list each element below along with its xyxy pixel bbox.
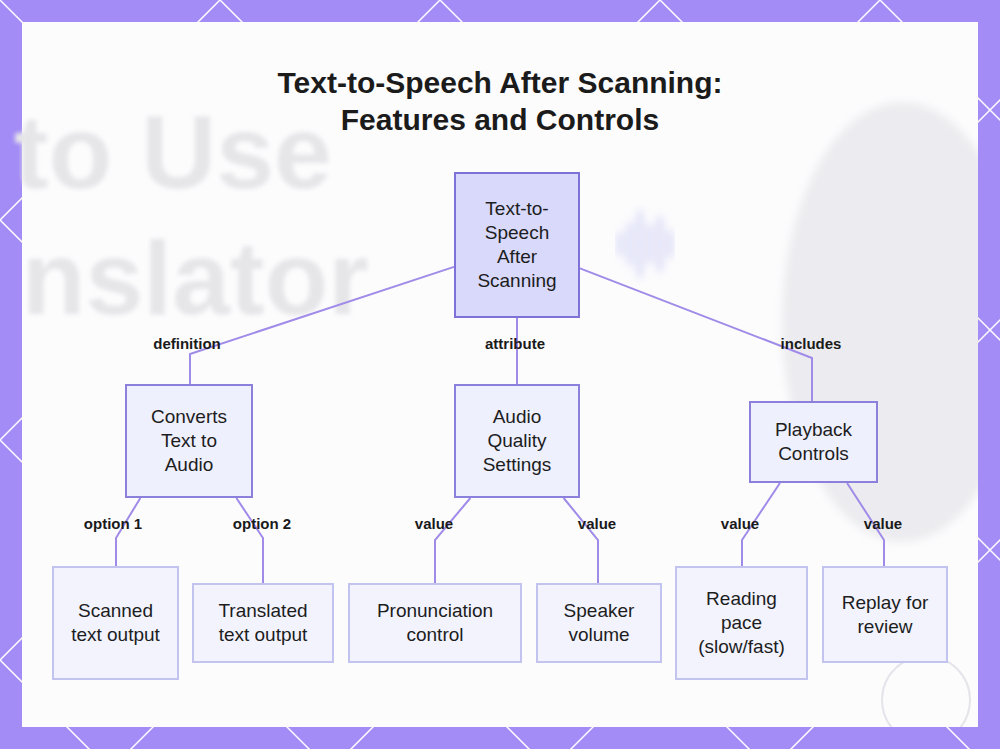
node-text: Text-to-Speech After Scanning xyxy=(468,197,566,293)
connector-line xyxy=(190,267,454,384)
node-text: Translated text output xyxy=(208,599,318,647)
connector-line xyxy=(580,268,812,401)
text-stack: Reading pace (slow/fast) xyxy=(691,587,792,659)
edge-label: option 1 xyxy=(84,515,142,532)
node-text: Replay for review xyxy=(838,591,932,639)
category-box: Audio Quality Settings xyxy=(454,384,580,498)
category-box: Converts Text to Audio xyxy=(125,384,253,498)
node-text: Scanned text output xyxy=(68,599,163,647)
edge-label: value xyxy=(578,515,616,532)
edge-label: value xyxy=(864,515,902,532)
edge-label: value xyxy=(721,515,759,532)
root-box: Text-to-Speech After Scanning xyxy=(454,172,580,318)
value-box: Speaker volume xyxy=(536,583,662,663)
text-stack: Speaker volume xyxy=(552,599,646,647)
connector-line xyxy=(236,498,263,583)
text-stack: Translated text output xyxy=(208,599,318,647)
value-box: Translated text output xyxy=(192,583,334,663)
value-box: Reading pace (slow/fast) xyxy=(675,566,808,680)
edge-label: value xyxy=(415,515,453,532)
text-stack: Playback Controls xyxy=(761,418,866,466)
value-box: Replay for review xyxy=(822,566,948,663)
text-stack: Text-to-Speech After Scanning xyxy=(468,197,566,293)
watermark-text: to Use xyxy=(14,100,332,204)
edge-label: definition xyxy=(153,335,221,352)
text-stack: Audio Quality Settings xyxy=(466,405,568,477)
text-stack: Replay for review xyxy=(838,591,932,639)
edge-label: includes xyxy=(781,335,842,352)
node-text: Converts Text to Audio xyxy=(137,405,241,477)
node-text: Speaker volume xyxy=(552,599,646,647)
node-text: Playback Controls xyxy=(761,418,866,466)
connector-line xyxy=(435,498,470,583)
node-text: Audio Quality Settings xyxy=(466,405,568,477)
text-stack: Scanned text output xyxy=(68,599,163,647)
text-stack: Pronunciation control xyxy=(364,599,506,647)
diagram-title: Text-to-Speech After Scanning: Features … xyxy=(250,64,750,138)
value-box: Scanned text output xyxy=(52,566,179,680)
connector-line xyxy=(564,498,598,583)
value-box: Pronunciation control xyxy=(348,583,522,663)
edge-label: option 2 xyxy=(233,515,291,532)
watermark-text: nslator xyxy=(22,226,369,330)
connector-line xyxy=(116,498,140,566)
edge-label: attribute xyxy=(485,335,545,352)
category-box: Playback Controls xyxy=(749,401,878,483)
text-stack: Converts Text to Audio xyxy=(137,405,241,477)
node-text: Pronunciation control xyxy=(364,599,506,647)
node-text: Reading pace (slow/fast) xyxy=(691,587,792,659)
